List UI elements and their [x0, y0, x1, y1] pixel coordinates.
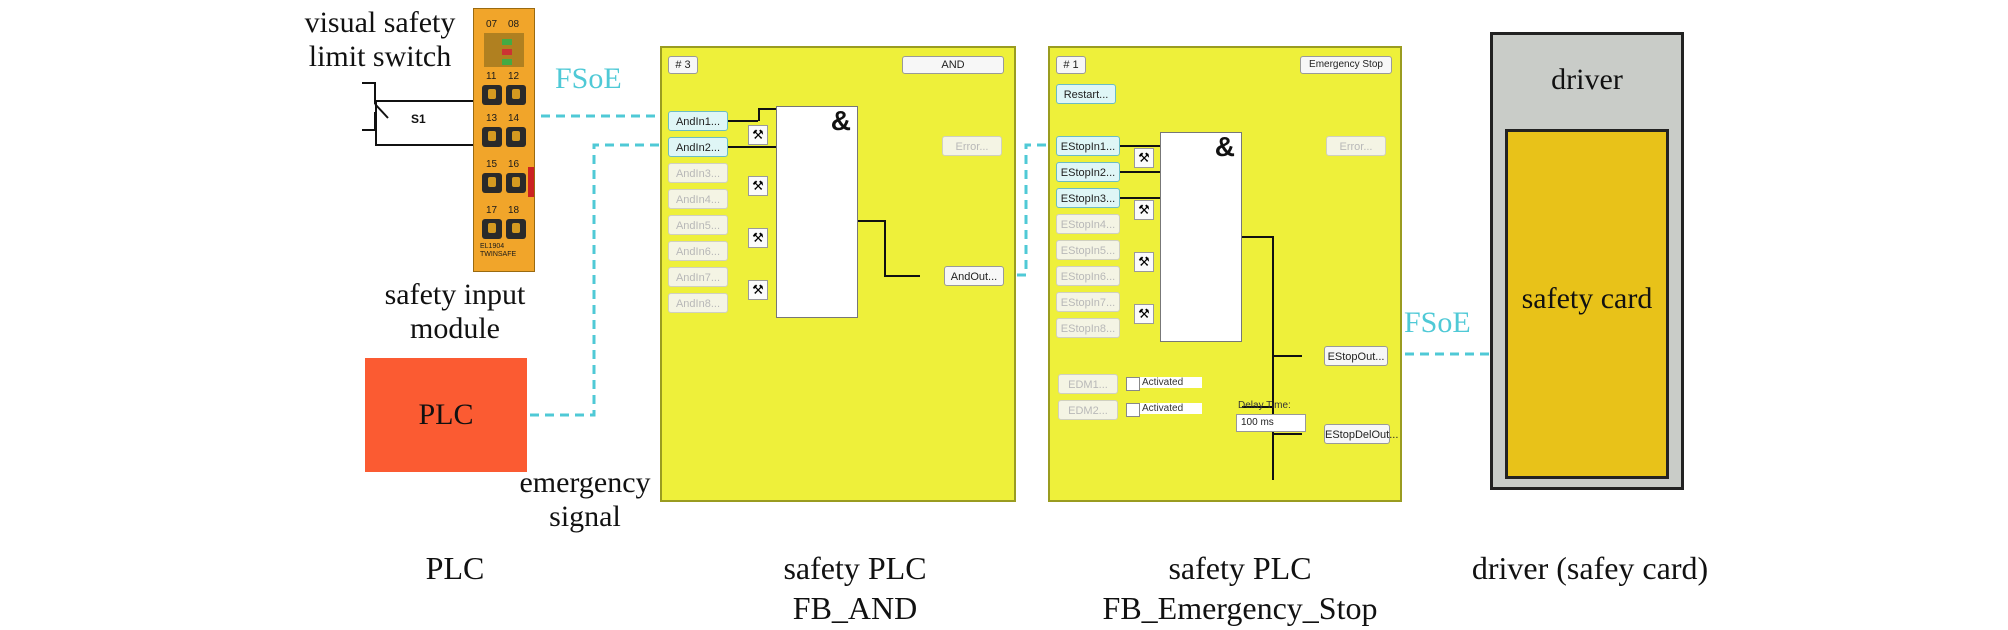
- fb-estop-name[interactable]: Emergency Stop: [1300, 56, 1392, 74]
- hammer-icon[interactable]: ⚒: [748, 280, 768, 300]
- and-in-5[interactable]: AndIn5...: [668, 215, 728, 235]
- caption-plc-line1: PLC: [425, 550, 485, 586]
- fb-and-name[interactable]: AND: [902, 56, 1004, 74]
- hammer-icon[interactable]: ⚒: [748, 228, 768, 248]
- estop-in-4[interactable]: EStopIn4...: [1056, 214, 1120, 234]
- and-in-3[interactable]: AndIn3...: [668, 163, 728, 183]
- estop-in-3[interactable]: EStopIn3...: [1056, 188, 1120, 208]
- estop-in-1[interactable]: EStopIn1...: [1056, 136, 1120, 156]
- hammer-icon[interactable]: ⚒: [748, 125, 768, 145]
- safety-input-module: 07 08 11 12 13 14 15 16 17 18 EL1904 TWI…: [473, 8, 535, 272]
- edm1-button[interactable]: EDM1...: [1058, 374, 1118, 394]
- and-error-button[interactable]: Error...: [942, 136, 1002, 156]
- edm1-activated-label: Activated: [1140, 377, 1202, 388]
- restart-button[interactable]: Restart...: [1056, 84, 1116, 104]
- edm2-button[interactable]: EDM2...: [1058, 400, 1118, 420]
- input-module-label: safety input module: [384, 278, 526, 345]
- and-symbol: &: [830, 105, 851, 136]
- plc-box: PLC: [365, 358, 527, 472]
- hammer-icon[interactable]: ⚒: [1134, 304, 1154, 324]
- fsoe-label-right: FSoE: [1404, 306, 1471, 339]
- limit-switch-label: visual safety limit switch: [304, 6, 456, 73]
- estop-in-7[interactable]: EStopIn7...: [1056, 292, 1120, 312]
- safety-card-label: safety card: [1521, 282, 1653, 315]
- estop-in-5[interactable]: EStopIn5...: [1056, 240, 1120, 260]
- fb-estop-panel: # 1 Emergency Stop Restart... EStopIn1..…: [1048, 46, 1402, 502]
- caption-fb-estop-line2: FB_Emergency_Stop: [1102, 590, 1378, 626]
- and-in-1[interactable]: AndIn1...: [668, 111, 728, 131]
- estop-out[interactable]: EStopOut...: [1324, 346, 1388, 366]
- fb-estop-number[interactable]: # 1: [1056, 56, 1086, 74]
- hammer-icon[interactable]: ⚒: [748, 176, 768, 196]
- hammer-icon[interactable]: ⚒: [1134, 200, 1154, 220]
- caption-driver-line1: driver (safey card): [1471, 550, 1709, 586]
- and-in-6[interactable]: AndIn6...: [668, 241, 728, 261]
- and-in-7[interactable]: AndIn7...: [668, 267, 728, 287]
- estop-and-symbol: &: [1214, 131, 1235, 162]
- and-in-4[interactable]: AndIn4...: [668, 189, 728, 209]
- delay-time-label: Delay Time:: [1238, 400, 1291, 411]
- plc-box-label: PLC: [418, 398, 474, 431]
- caption-fb-and: safety PLC FB_AND: [730, 548, 980, 628]
- estop-in-6[interactable]: EStopIn6...: [1056, 266, 1120, 286]
- emergency-signal-label: emergency signal: [519, 466, 651, 533]
- estop-in-2[interactable]: EStopIn2...: [1056, 162, 1120, 182]
- caption-fb-estop-line1: safety PLC: [1168, 550, 1312, 586]
- fb-and-number[interactable]: # 3: [668, 56, 698, 74]
- caption-driver: driver (safey card): [1450, 548, 1730, 588]
- edm2-activated-checkbox[interactable]: [1126, 403, 1140, 417]
- estop-in-8[interactable]: EStopIn8...: [1056, 318, 1120, 338]
- and-in-2[interactable]: AndIn2...: [668, 137, 728, 157]
- caption-fb-estop: safety PLC FB_Emergency_Stop: [1080, 548, 1400, 628]
- delay-time-field[interactable]: 100 ms: [1236, 414, 1306, 432]
- driver-unit: driver safety card: [1490, 32, 1684, 490]
- edm1-activated-checkbox[interactable]: [1126, 377, 1140, 391]
- switch-tag: S1: [411, 112, 426, 126]
- estop-del-out[interactable]: EStopDelOut...: [1324, 424, 1398, 444]
- safety-card: safety card: [1505, 129, 1669, 479]
- hammer-icon[interactable]: ⚒: [1134, 148, 1154, 168]
- limit-switch: S1: [375, 100, 485, 146]
- edm2-activated-label: Activated: [1140, 403, 1202, 414]
- fsoe-label-left: FSoE: [555, 62, 622, 95]
- caption-fb-and-line2: FB_AND: [792, 590, 918, 626]
- estop-error-button[interactable]: Error...: [1326, 136, 1386, 156]
- estop-and-gate-block: &: [1160, 131, 1242, 342]
- caption-fb-and-line1: safety PLC: [783, 550, 927, 586]
- driver-header: driver: [1551, 63, 1623, 96]
- hammer-icon[interactable]: ⚒: [1134, 252, 1154, 272]
- fb-and-panel: # 3 AND AndIn1... AndIn2... AndIn3... An…: [660, 46, 1016, 502]
- caption-plc: PLC: [380, 548, 530, 588]
- and-out[interactable]: AndOut...: [944, 266, 1004, 286]
- and-in-8[interactable]: AndIn8...: [668, 293, 728, 313]
- and-gate-block: &: [776, 105, 858, 318]
